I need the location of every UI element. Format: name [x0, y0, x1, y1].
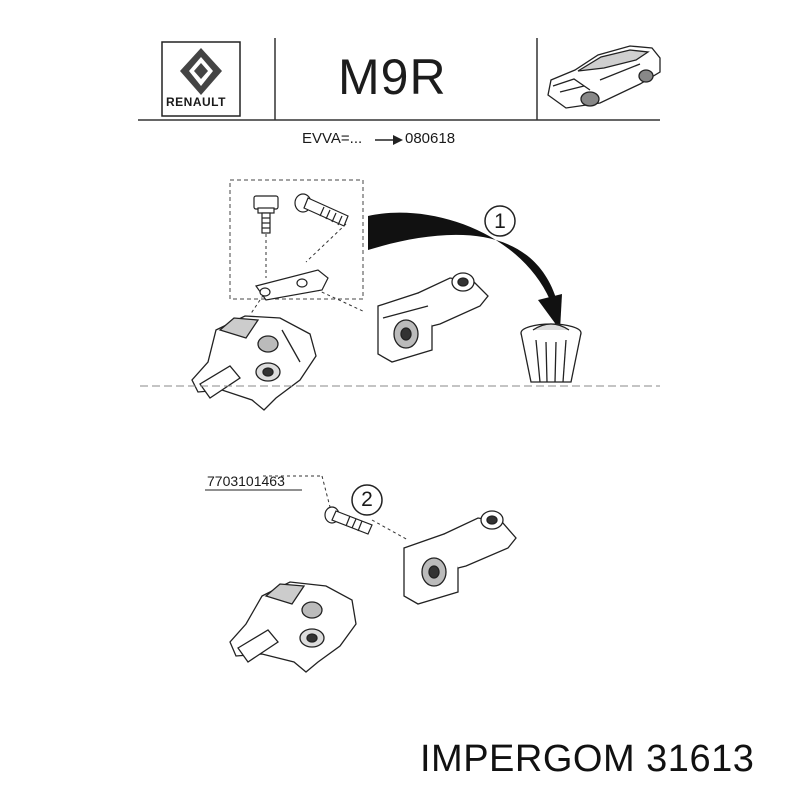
bracket-icon [255, 269, 329, 301]
header-frame [138, 38, 660, 121]
car-icon [547, 45, 661, 109]
gearbox-bracket-icon [229, 581, 357, 673]
renault-logo-icon [161, 41, 241, 117]
callout-2-circle [351, 484, 383, 516]
arrow-icon [375, 135, 403, 145]
waste-bin-icon [520, 323, 582, 383]
callout-2-number: 2 [361, 488, 373, 511]
callout-1-number: 1 [494, 210, 506, 233]
gearbox-bracket-icon [191, 315, 317, 411]
bolt-icon [294, 193, 349, 227]
engine-mount-icon [377, 272, 489, 363]
engine-code: M9R [338, 49, 447, 105]
bolt-icon [324, 506, 373, 535]
disposal-arrow [368, 212, 562, 330]
bolt-icon [253, 195, 279, 234]
evva-code: 080618 [405, 130, 456, 147]
brand-name: RENAULT [166, 95, 226, 109]
engine-mount-icon [403, 510, 517, 605]
evva-prefix: EVVA=... [302, 130, 363, 147]
product-caption: IMPERGOM 31613 [420, 738, 755, 780]
callout-1-circle [484, 205, 516, 237]
part-number: 7703101463 [207, 473, 285, 489]
removal-group-box [229, 179, 364, 300]
